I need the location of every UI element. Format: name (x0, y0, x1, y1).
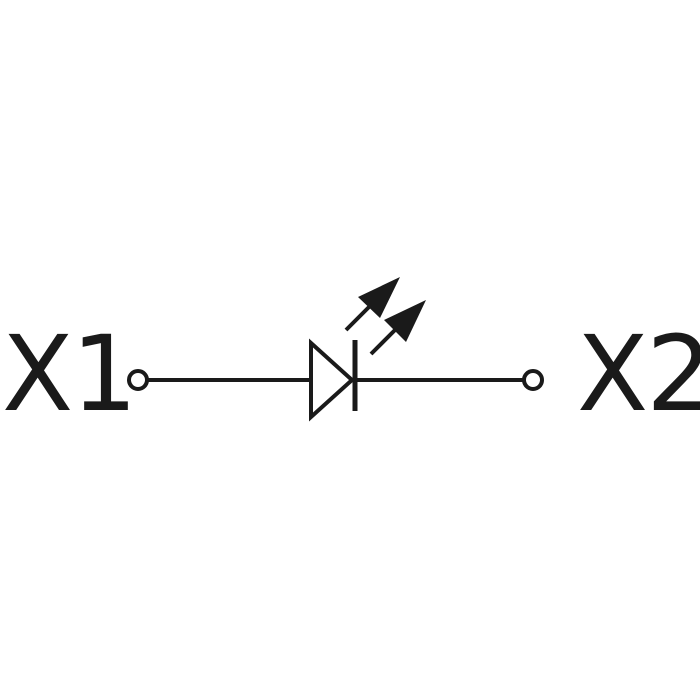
light-emission-arrow-icon (369, 300, 426, 356)
terminal-node-x1 (127, 369, 149, 391)
light-emission-arrow-icon (344, 277, 400, 332)
diode-triangle (309, 338, 355, 422)
terminal-node-x2 (522, 369, 544, 391)
terminal-label-x2: X2 (577, 313, 700, 435)
terminal-label-x1: X1 (2, 313, 137, 435)
